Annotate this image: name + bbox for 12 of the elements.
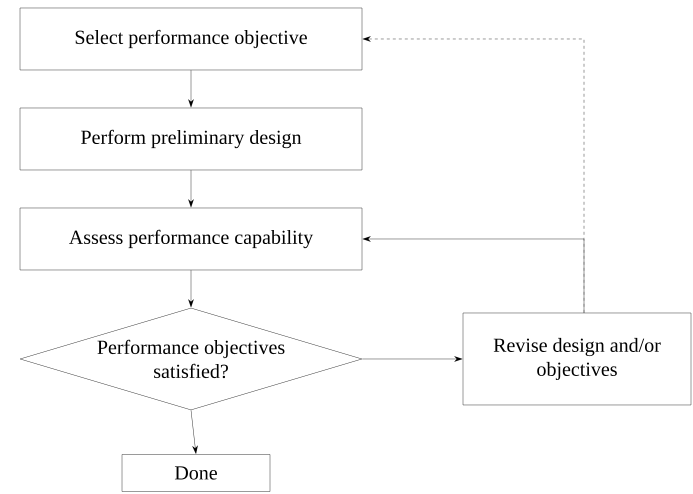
process-box: Assess performance capability (20, 208, 362, 270)
arrow (362, 356, 462, 362)
process-box: Done (122, 454, 270, 492)
arrow (362, 236, 584, 313)
arrow (362, 36, 584, 313)
arrow (188, 170, 194, 208)
process-box: Select performance objective (20, 8, 362, 70)
process-box: Revise design and/or objectives (462, 312, 692, 406)
process-box: Perform preliminary design (20, 108, 362, 170)
arrow (188, 70, 194, 108)
arrow (190, 410, 198, 454)
arrow (188, 270, 194, 308)
